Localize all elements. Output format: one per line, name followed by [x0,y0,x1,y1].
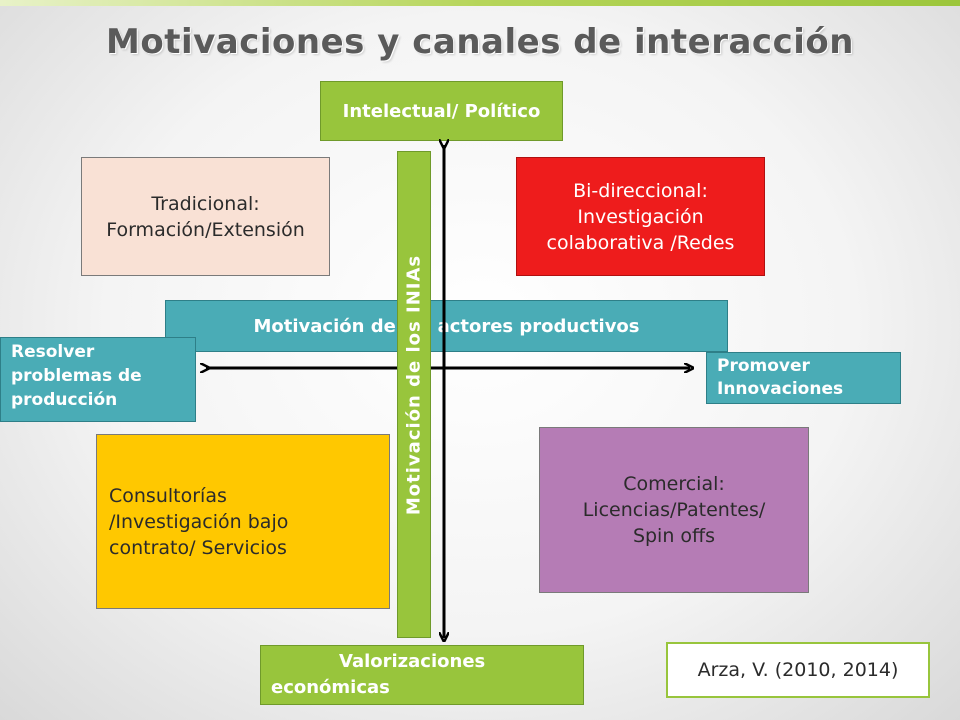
axis-top-label: Intelectual/ Político [320,81,563,141]
quadrant-consulting-line3: contrato/ Servicios [109,536,287,559]
axis-left-line1: Resolver [11,342,95,362]
axis-left-line3: producción [11,390,118,410]
quadrant-traditional-line1: Tradicional: [151,192,260,215]
top-accent-bar [0,0,960,6]
quadrant-bidirectional: Bi-direccional: Investigación colaborati… [516,157,765,276]
quadrant-traditional-line2: Formación/Extensión [106,218,305,241]
quadrant-consulting: Consultorías /Investigación bajo contrat… [96,434,390,609]
quadrant-commercial-line2: Licencias/Patentes/ [582,499,766,521]
axis-bottom-line1: Valorizaciones [339,651,486,672]
quadrant-consulting-line2: /Investigación bajo [109,510,289,533]
axis-right-line2: Innovaciones [717,379,844,399]
axis-top-text: Intelectual/ Político [342,100,541,122]
quadrant-commercial: Comercial: Licencias/Patentes/ Spin offs [539,427,809,593]
inia-motivation-band: Motivación de los INIAs [397,151,431,638]
quadrant-commercial-line1: Comercial: [623,473,725,495]
axis-bottom-line2: económicas [271,677,390,698]
axis-bottom-label: Valorizaciones económicas [260,645,584,705]
inia-motivation-label: Motivación de los INIAs [403,254,425,515]
axis-right-line1: Promover [717,356,810,376]
quadrant-bidirectional-line2: Investigación [577,205,704,228]
axis-right-label: Promover Innovaciones [706,352,901,404]
quadrant-commercial-line3: Spin offs [632,525,716,547]
axis-left-line2: problemas de [11,366,142,386]
citation-box: Arza, V. (2010, 2014) [666,642,930,698]
quadrant-consulting-line1: Consultorías [109,484,227,507]
quadrant-bidirectional-line1: Bi-direccional: [573,179,708,202]
axis-left-label: Resolver problemas de producción [0,337,196,422]
quadrant-traditional: Tradicional: Formación/Extensión [81,157,330,276]
citation-text: Arza, V. (2010, 2014) [697,659,899,681]
quadrant-bidirectional-line3: colaborativa /Redes [546,231,735,254]
page-title: Motivaciones y canales de interacción [106,22,854,62]
